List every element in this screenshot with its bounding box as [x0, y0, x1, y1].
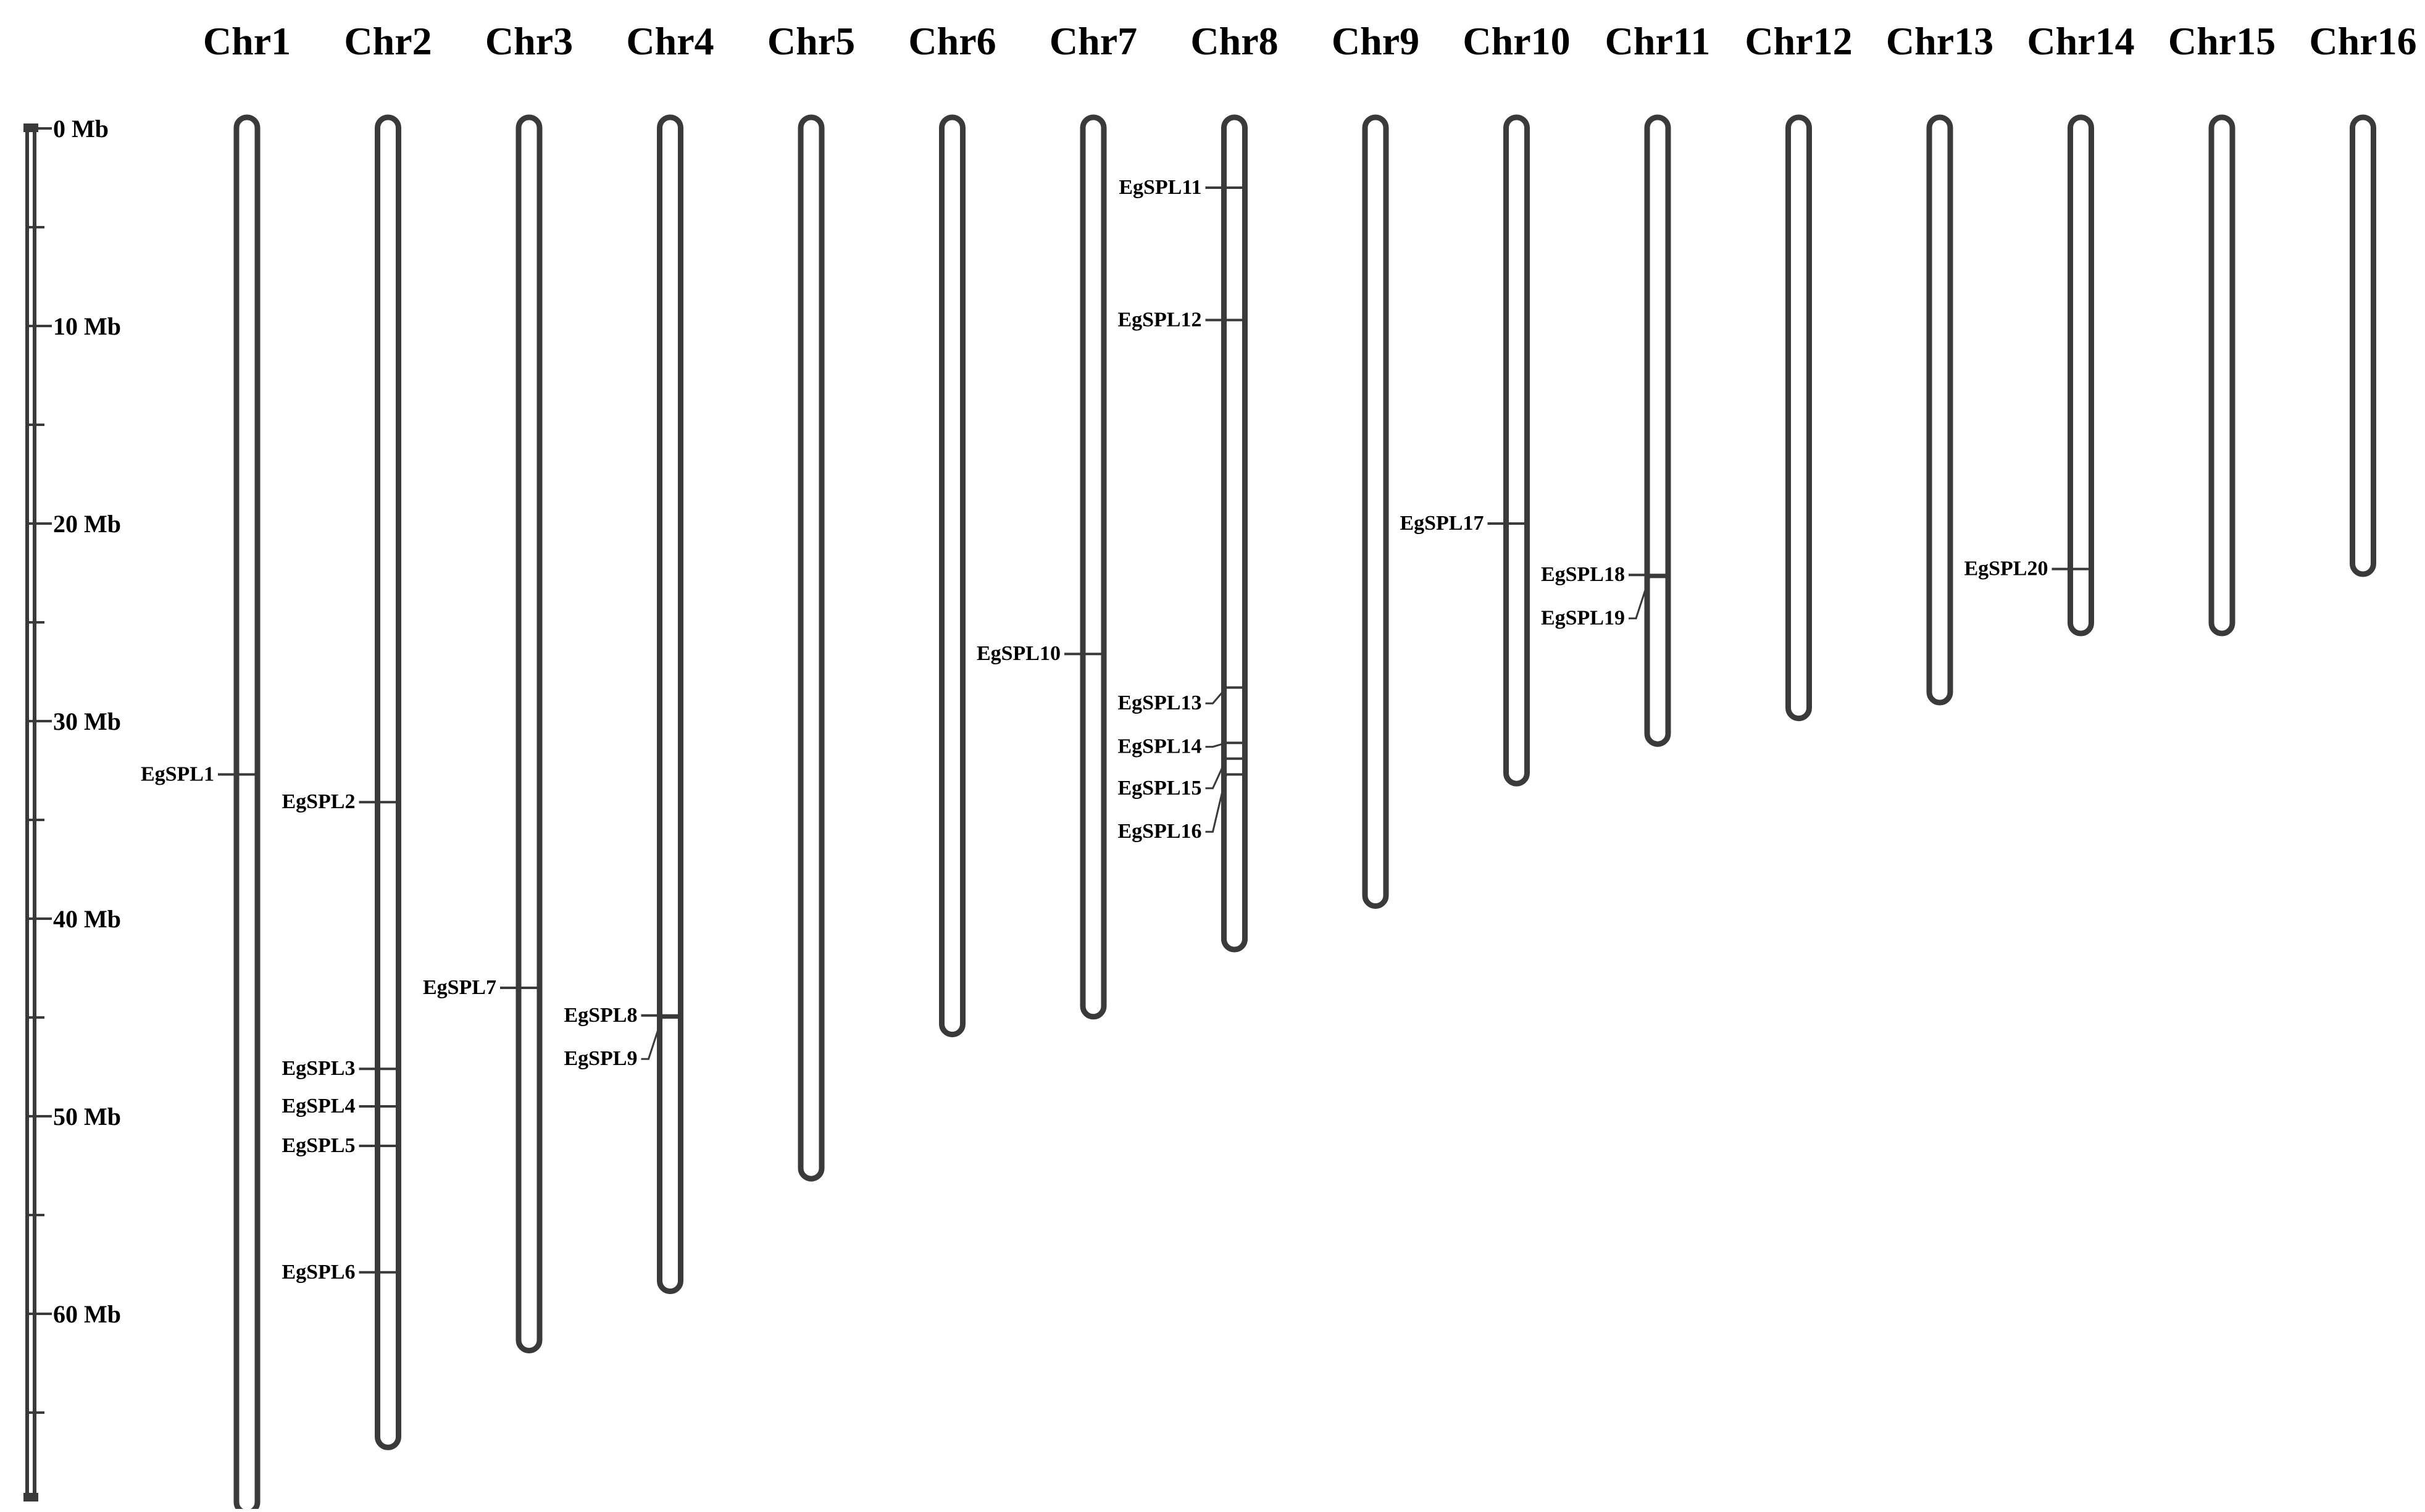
chromosome-bar	[1362, 114, 1389, 909]
gene-label: EgSPL11	[1119, 176, 1201, 199]
chromosome-bar	[2208, 114, 2235, 637]
scale-tick-label: 40 Mb	[53, 905, 121, 933]
gene-label: EgSPL14	[1117, 735, 1201, 758]
chromosome-bar	[939, 114, 966, 1038]
chromosome-title: Chr2	[344, 19, 432, 63]
chromosome-bar	[2068, 114, 2094, 637]
gene-label: EgSPL15	[1117, 777, 1201, 800]
gene-label: EgSPL18	[1541, 563, 1625, 586]
gene-label: EgSPL19	[1541, 607, 1625, 630]
gene-label: EgSPL20	[1964, 558, 2048, 580]
chromosome-title: Chr1	[203, 19, 291, 63]
chromosome-title: Chr12	[1745, 19, 1852, 63]
scale-bar-bottom-cap	[23, 1493, 38, 1502]
chromosome-bar	[2350, 114, 2376, 577]
gene-label: EgSPL4	[282, 1095, 355, 1117]
chromosome-title: Chr10	[1463, 19, 1570, 63]
gene-leader	[1205, 774, 1227, 833]
gene-label: EgSPL9	[564, 1047, 637, 1070]
scale-tick-label: 60 Mb	[53, 1300, 121, 1328]
gene-label: EgSPL17	[1400, 512, 1484, 535]
scale-tick-label: 30 Mb	[53, 708, 121, 735]
chromosome-title: Chr5	[767, 19, 855, 63]
gene-label: EgSPL1	[141, 762, 214, 785]
chromosome-title: Chr11	[1605, 19, 1711, 63]
chromosome-bar	[233, 114, 261, 1512]
chromosome-bar	[1785, 114, 1812, 722]
gene-label: EgSPL16	[1117, 820, 1201, 843]
gene-label: EgSPL10	[977, 642, 1061, 665]
gene-leader	[1629, 576, 1651, 620]
gene-label: EgSPL12	[1117, 308, 1201, 331]
chromosome-bar	[375, 114, 401, 1450]
chromosome-title: Chr15	[2168, 19, 2276, 63]
scale-tick-label: 10 Mb	[53, 312, 121, 340]
chromosomes: Chr1 Chr2 Chr3 Chr4 Chr5 Chr6 Chr7 Chr8 Chr9 Chr1…	[203, 19, 2417, 1512]
chromosome-title: Chr3	[485, 19, 573, 63]
gene-label: EgSPL3	[282, 1057, 355, 1080]
chromosome-title: Chr16	[2309, 19, 2416, 63]
gene-label: EgSPL8	[564, 1004, 637, 1027]
gene-label: EgSPL5	[282, 1134, 355, 1157]
gene-leader	[1205, 741, 1227, 748]
gene-leader	[1205, 758, 1227, 790]
chromosome-title: Chr4	[626, 19, 714, 63]
chromosome-bar	[1503, 114, 1530, 787]
chromosome-bar	[515, 114, 543, 1354]
gene-label: EgSPL13	[1117, 691, 1201, 714]
chromosome-title: Chr13	[1886, 19, 1993, 63]
gene-leader	[1205, 687, 1227, 704]
chromosome-title: Chr14	[2027, 19, 2134, 63]
chromosome-bar	[1644, 114, 1671, 747]
gene-label: EgSPL6	[282, 1261, 355, 1284]
chromosome-title: Chr9	[1332, 19, 1419, 63]
scale-tick-label: 50 Mb	[53, 1103, 121, 1130]
scale-bar-body	[25, 127, 36, 1498]
scale-bar: 0 Mb 10 Mb 20 Mb 30 Mb 40 Mb 50 Mb 60 Mb	[23, 115, 121, 1502]
gene-leader	[641, 1017, 663, 1060]
chromosome-bar	[1926, 114, 1953, 706]
scale-tick-label: 20 Mb	[53, 510, 121, 538]
gene-label: EgSPL2	[282, 790, 355, 813]
chromosome-title: Chr7	[1050, 19, 1137, 63]
chromosome-title: Chr8	[1190, 19, 1278, 63]
chromosome-bar	[1080, 114, 1107, 1020]
scale-tick-label: 0 Mb	[53, 115, 109, 143]
chromosome-bar	[1221, 114, 1248, 953]
chromosome-title: Chr6	[908, 19, 996, 63]
chromosome-bar	[657, 114, 683, 1295]
chromosome-bar	[798, 114, 825, 1182]
gene-label: EgSPL7	[423, 976, 496, 999]
